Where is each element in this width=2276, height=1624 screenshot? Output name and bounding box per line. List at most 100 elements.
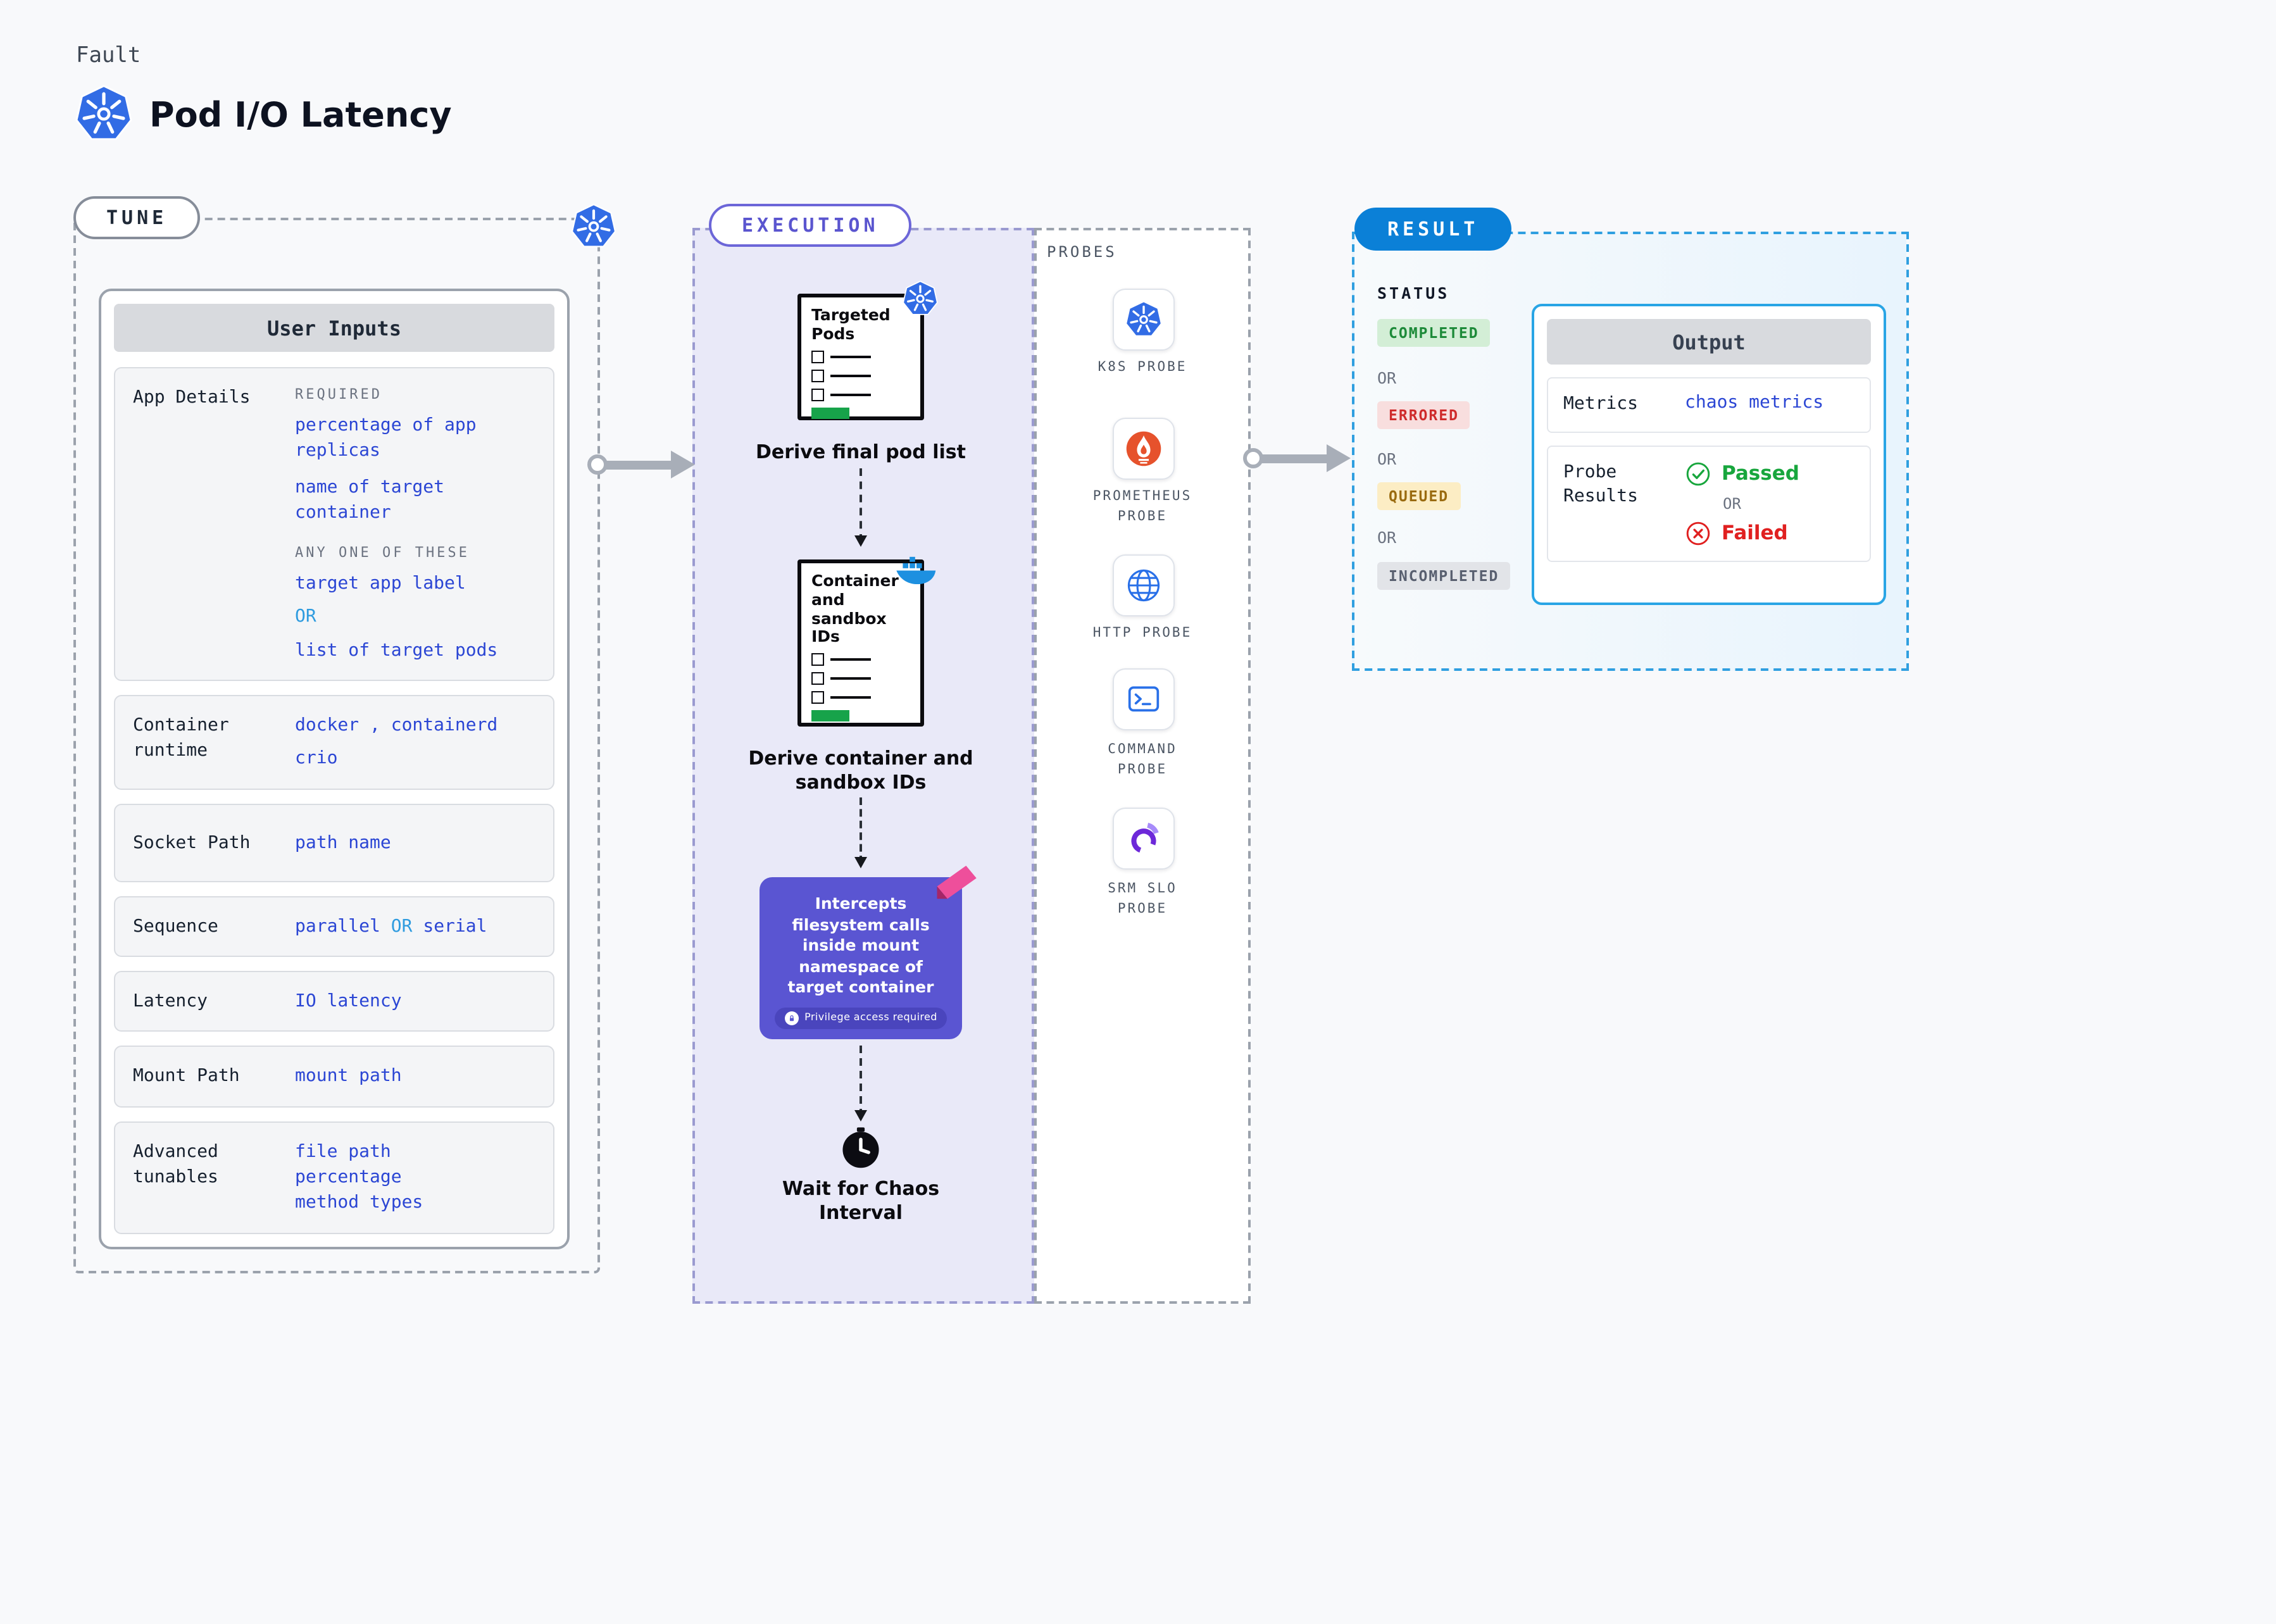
metrics-label: Metrics <box>1563 394 1639 414</box>
result-label: RESULT <box>1354 208 1512 251</box>
row-socket-path: Socket Path path name <box>114 803 554 882</box>
failed-text: Failed <box>1722 522 1788 545</box>
passed-result: Passed <box>1685 460 1799 487</box>
any-one-label: ANY ONE OF THESE <box>295 544 470 561</box>
arrow-origin-dot <box>1243 448 1263 468</box>
kubernetes-corner-icon <box>570 203 618 251</box>
passed-text: Passed <box>1722 462 1799 485</box>
required-label: REQUIRED <box>295 386 382 403</box>
http-probe-card <box>1113 554 1175 616</box>
socket-path-label: Socket Path <box>133 832 251 853</box>
sequence-value-a: parallel <box>295 916 380 937</box>
kubernetes-logo-icon <box>73 84 134 144</box>
status-or: OR <box>1377 368 1397 387</box>
advanced-tunables-label: Advanced tunables <box>133 1141 218 1188</box>
status-badge-errored: ERRORED <box>1377 401 1470 429</box>
checklist-row <box>811 672 910 685</box>
container-ids-doc-icon: Container and sandbox IDs <box>797 559 924 727</box>
probe-label: SRM SLO PROBE <box>1108 881 1177 917</box>
arrow-head-icon <box>1327 444 1351 472</box>
row-advanced-tunables: Advanced tunables file path percentage m… <box>114 1121 554 1234</box>
row-latency: Latency IO latency <box>114 971 554 1032</box>
probe-label: HTTP PROBE <box>1092 625 1192 640</box>
row-app-details: App Details REQUIRED percentage of app r… <box>114 367 554 681</box>
prometheus-probe-card <box>1113 418 1175 480</box>
checklist-row <box>811 369 910 382</box>
k8s-probe-card <box>1113 289 1175 351</box>
user-inputs-panel: User Inputs App Details REQUIRED percent… <box>99 289 570 1249</box>
probe-label: PROMETHEUS PROBE <box>1092 489 1192 525</box>
clock-icon <box>839 1127 882 1170</box>
execution-label: EXECUTION <box>709 204 912 247</box>
status-badge-queued: QUEUED <box>1377 482 1461 510</box>
pie-chart-icon <box>1124 819 1163 858</box>
doc-title: Targeted Pods <box>811 305 891 343</box>
mount-path-value: mount path <box>295 1066 402 1087</box>
sequence-or: OR <box>391 916 413 937</box>
status-badge-incompleted: INCOMPLETED <box>1377 562 1511 590</box>
result-or: OR <box>1723 494 1741 513</box>
doc-title: Container and sandbox IDs <box>811 571 899 646</box>
required-value: name of target container <box>295 477 445 523</box>
execution-to-result-arrow <box>1243 444 1351 472</box>
probe-label: K8S PROBE <box>1097 359 1187 375</box>
container-runtime-label: Container runtime <box>133 715 229 761</box>
failed-result: Failed <box>1685 520 1799 546</box>
chaos-action-box: Intercepts filesystem calls inside mount… <box>760 865 977 1039</box>
tune-section <box>73 218 600 1273</box>
kubernetes-badge-icon <box>902 280 939 316</box>
checklist-row <box>811 691 910 704</box>
terminal-icon <box>1128 686 1160 712</box>
row-container-runtime: Container runtime docker , containerd cr… <box>114 694 554 790</box>
tune-label: TUNE <box>73 196 201 239</box>
app-details-label: App Details <box>133 387 251 408</box>
runtime-value: docker , containerd <box>295 715 498 735</box>
progress-bar <box>811 710 849 721</box>
status-title: STATUS <box>1377 284 1450 303</box>
option-a-value: target app label <box>295 573 466 594</box>
probe-results-row: Probe Results Passed OR Failed <box>1547 445 1871 562</box>
status-or: OR <box>1377 449 1397 468</box>
kubernetes-probe-icon <box>1125 300 1163 337</box>
page-title: Pod I/O Latency <box>149 96 452 135</box>
flow-arrow-down <box>854 468 867 547</box>
sequence-label: Sequence <box>133 916 218 937</box>
or-label: OR <box>295 606 316 627</box>
step-caption: Derive container and sandbox IDs <box>748 747 973 794</box>
progress-bar <box>811 407 849 418</box>
user-inputs-header: User Inputs <box>114 304 554 352</box>
checklist-row <box>811 350 910 363</box>
targeted-pods-doc-icon: Targeted Pods <box>797 294 924 420</box>
latency-value: IO latency <box>295 991 402 1012</box>
advanced-value: file path <box>295 1141 391 1162</box>
step-caption: Derive final pod list <box>755 440 966 463</box>
mount-path-label: Mount Path <box>133 1066 240 1087</box>
runtime-value: crio <box>295 748 338 769</box>
probe-label: COMMAND PROBE <box>1108 742 1177 778</box>
fault-kicker: Fault <box>76 43 141 68</box>
arrow-origin-dot <box>587 454 608 475</box>
probes-section <box>1034 228 1251 1304</box>
option-b-value: list of target pods <box>295 640 498 661</box>
srm-slo-probe-card <box>1113 808 1175 870</box>
arrow-head-icon <box>671 451 695 478</box>
checklist-row <box>811 388 910 401</box>
flow-arrow-down <box>854 797 867 868</box>
pink-ribbon-icon <box>937 865 977 899</box>
metrics-row: Metrics chaos metrics <box>1547 377 1871 433</box>
advanced-value: percentage <box>295 1167 402 1188</box>
output-header: Output <box>1547 319 1871 365</box>
privilege-badge: Privilege access required <box>774 1007 947 1028</box>
sequence-value-b: serial <box>423 916 487 937</box>
privilege-badge-text: Privilege access required <box>804 1011 937 1023</box>
cross-circle-icon <box>1686 521 1710 545</box>
row-sequence: Sequence parallel OR serial <box>114 896 554 958</box>
lock-icon <box>784 1011 799 1025</box>
status-badge-completed: COMPLETED <box>1377 319 1491 347</box>
row-mount-path: Mount Path mount path <box>114 1046 554 1108</box>
checklist-row <box>811 653 910 666</box>
required-value: percentage of app replicas <box>295 415 477 461</box>
metrics-value: chaos metrics <box>1685 392 1824 413</box>
probes-label: PROBES <box>1047 243 1117 261</box>
